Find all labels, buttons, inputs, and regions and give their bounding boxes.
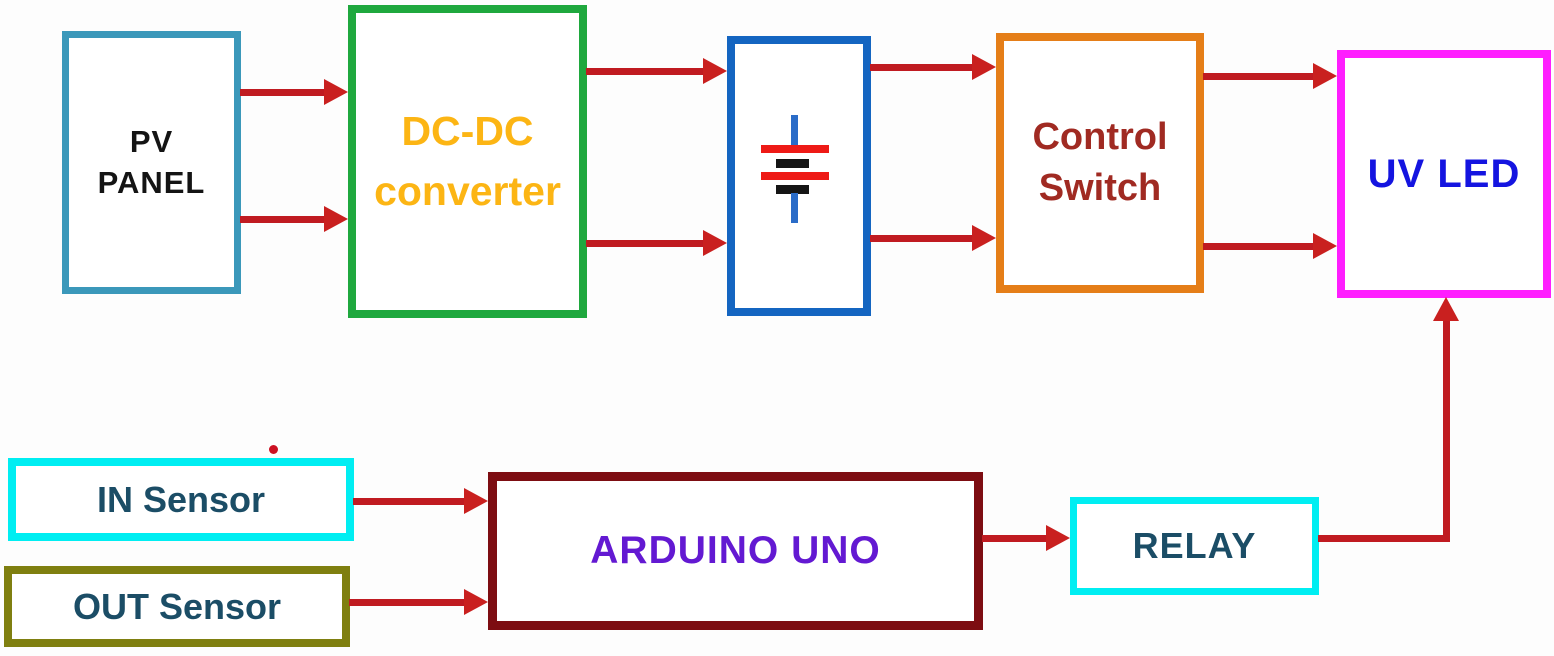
relay-label: RELAY xyxy=(1132,525,1257,566)
red-dot-mark xyxy=(269,445,278,454)
arrowhead-outsensor-to-arduino xyxy=(464,589,488,615)
arrow-battery-to-control-top xyxy=(870,64,972,71)
arrowhead-battery-to-control-bottom xyxy=(972,225,996,251)
control-switch-label-line2: Switch xyxy=(1038,167,1162,209)
arrow-outsensor-to-arduino xyxy=(349,599,464,606)
in-sensor-label: IN Sensor xyxy=(96,478,266,520)
battery-plate-long xyxy=(761,172,829,180)
out-sensor-block: OUT Sensor xyxy=(4,566,350,647)
arrowhead-control-to-uvled-bottom xyxy=(1313,233,1337,259)
arrowhead-insensor-to-arduino xyxy=(464,488,488,514)
pv-panel-label-line1: PV xyxy=(129,123,174,159)
connector-relay-to-uvled-vertical xyxy=(1443,318,1450,542)
out-sensor-label: OUT Sensor xyxy=(72,585,282,627)
uv-led-label: UV LED xyxy=(1367,151,1521,196)
arduino-uno-block: ARDUINO UNO xyxy=(488,472,983,630)
battery-icon xyxy=(735,44,863,308)
arrowhead-battery-to-control-top xyxy=(972,54,996,80)
arrow-pv-to-dcdc-top xyxy=(240,89,324,96)
battery-plate-short xyxy=(776,185,809,194)
pv-panel-label-line2: PANEL xyxy=(97,164,206,200)
arrow-arduino-to-relay xyxy=(982,535,1046,542)
arrowhead-relay-to-uvled xyxy=(1433,297,1459,321)
arrowhead-dcdc-to-battery-bottom xyxy=(703,230,727,256)
in-sensor-block: IN Sensor xyxy=(8,458,354,541)
battery-block xyxy=(727,36,871,316)
arrow-battery-to-control-bottom xyxy=(870,235,972,242)
battery-stem-bottom xyxy=(791,193,798,223)
battery-plate-short xyxy=(776,159,809,168)
connector-relay-to-uvled-horizontal xyxy=(1318,535,1450,542)
relay-block: RELAY xyxy=(1070,497,1319,595)
arrow-pv-to-dcdc-bottom xyxy=(240,216,324,223)
uv-led-block: UV LED xyxy=(1337,50,1551,298)
arrowhead-pv-to-dcdc-bottom xyxy=(324,206,348,232)
arrow-dcdc-to-battery-top xyxy=(586,68,703,75)
control-switch-block: Control Switch xyxy=(996,33,1204,293)
arrow-dcdc-to-battery-bottom xyxy=(586,240,703,247)
battery-plate-long xyxy=(761,145,829,153)
arrow-control-to-uvled-top xyxy=(1203,73,1313,80)
arrowhead-dcdc-to-battery-top xyxy=(703,58,727,84)
arrowhead-arduino-to-relay xyxy=(1046,525,1070,551)
arrowhead-pv-to-dcdc-top xyxy=(324,79,348,105)
dcdc-label-line2: converter xyxy=(374,167,561,214)
dcdc-converter-block: DC-DC converter xyxy=(348,5,587,318)
battery-stem-top xyxy=(791,115,798,148)
arrow-insensor-to-arduino xyxy=(353,498,464,505)
control-switch-label-line1: Control xyxy=(1032,115,1168,158)
pv-panel-block: PV PANEL xyxy=(62,31,241,294)
arduino-uno-label: ARDUINO UNO xyxy=(590,529,881,572)
arrowhead-control-to-uvled-top xyxy=(1313,63,1337,89)
arrow-control-to-uvled-bottom xyxy=(1203,243,1313,250)
dcdc-label-line1: DC-DC xyxy=(401,108,534,155)
